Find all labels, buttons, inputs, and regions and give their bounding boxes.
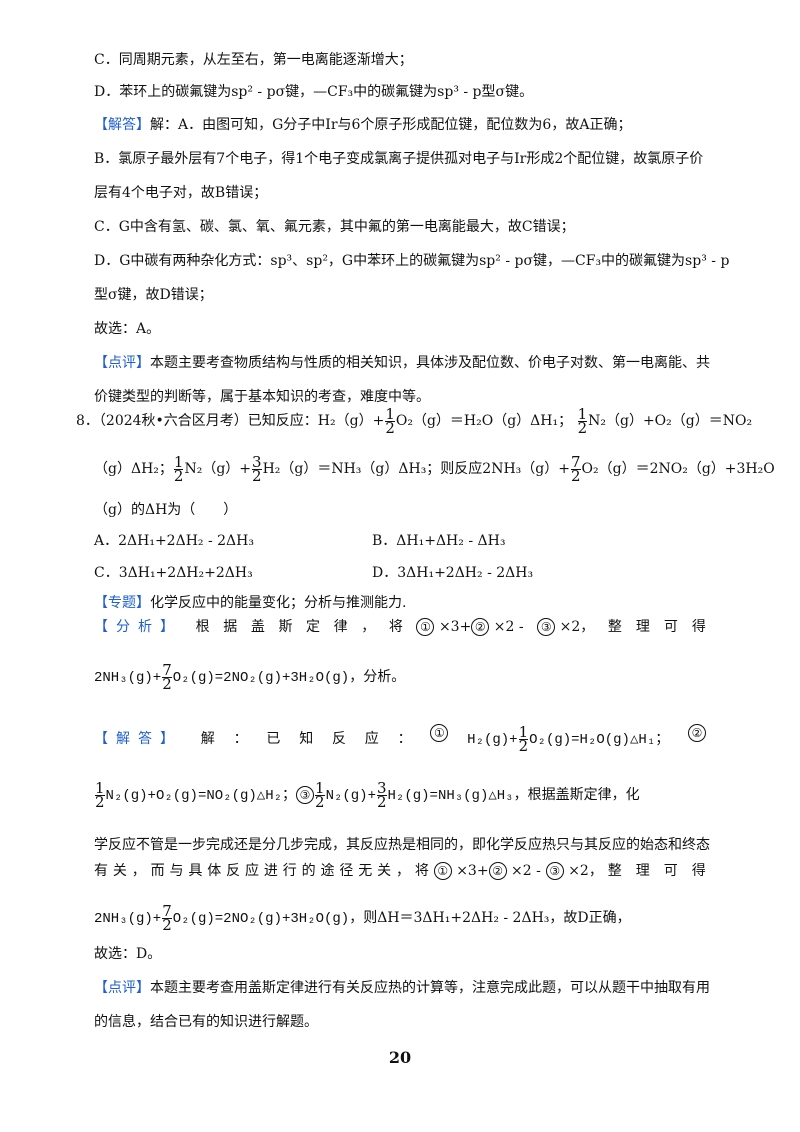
comment-tag: 【点评】 — [94, 355, 150, 371]
option-c: C．3ΔH₁+2ΔH₂+2ΔH₃ — [94, 565, 253, 581]
answer-c-line: C．G中含有氢、碳、氯、氧、氟元素，其中氟的第一电离能最大，故C错误； — [94, 219, 575, 235]
circled-two: ② — [688, 724, 706, 742]
answer-b-line-1: B．氯原子最外层有7个电子，得1个电子变成氯离子提供孤对电子与Ir形成2个配位键… — [94, 151, 704, 167]
choose-a-line: 故选：A。 — [94, 321, 161, 337]
choose-d-line: 故选：D。 — [94, 946, 162, 962]
answer-d-line-2: 型σ键，故D错误； — [94, 287, 213, 303]
answer-tag: 【解答】 — [94, 117, 150, 133]
comment-line-1: 【点评】本题主要考查物质结构与性质的相关知识，具体涉及配位数、价电子对数、第一电… — [94, 355, 710, 371]
comment-q8-line-2: 的信息，结合已有的知识进行解题。 — [94, 1014, 318, 1030]
answer-d-line-1: D．G中碳有两种杂化方式：sp³、sp²，G中苯环上的碳氟键为sp² - pσ键… — [94, 253, 730, 269]
analysis-line-1: 【分析】 根据盖斯定律，将 ① ×3+② ×2 - ③ ×2， 整 理 可 得 — [94, 618, 706, 636]
hess-law-line-2: 有关，而与具体反应进行的途径无关，将 ① ×3+② ×2 - ③ ×2， 整 理… — [94, 862, 706, 880]
circled-one: ① — [416, 618, 435, 636]
circled-three: ③ — [296, 786, 315, 804]
option-b: B．ΔH₁+ΔH₂ - ΔH₃ — [372, 533, 506, 549]
topic-line: 【专题】化学反应中的能量变化；分析与推测能力. — [94, 595, 407, 611]
comment-q8-line-1: 【点评】本题主要考查用盖斯定律进行有关反应热的计算等，注意完成此题，可以从题干中… — [94, 980, 710, 996]
option-a: A．2ΔH₁+2ΔH₂ - 2ΔH₃ — [94, 533, 254, 549]
circled-two: ② — [488, 862, 507, 880]
answer-tag-2: 【解答】 — [94, 731, 182, 747]
circled-one: ① — [430, 724, 449, 742]
circled-two: ② — [471, 618, 490, 636]
circled-three: ③ — [537, 618, 556, 636]
question-8-line-3: （g）的ΔH为（ ） — [94, 502, 238, 518]
analysis-tag: 【分析】 — [94, 619, 182, 635]
answer-a-line: 【解答】解：A．由图可知，G分子中Ir与6个原子形成配位键，配位数为6，故A正确… — [94, 117, 632, 133]
circled-one: ① — [433, 862, 452, 880]
hess-law-line-1: 学反应不管是一步完成还是分几步完成，其反应热是相同的，即化学反应热只与其反应的始… — [94, 837, 710, 853]
comment-tag-2: 【点评】 — [94, 980, 150, 996]
topic-tag: 【专题】 — [94, 595, 150, 611]
comment-line-2: 价键类型的判断等，属于基本知识的考查，难度中等。 — [94, 389, 430, 405]
answer-b-line-2: 层有4个电子对，故B错误； — [94, 185, 268, 201]
option-d-line: D．苯环上的碳氟键为sp² - pσ键，—CF₃中的碳氟键为sp³ - p型σ键… — [94, 84, 534, 100]
circled-three: ③ — [545, 862, 564, 880]
page-number: 20 — [388, 1048, 412, 1067]
option-d: D．3ΔH₁+2ΔH₂ - 2ΔH₃ — [372, 565, 534, 581]
option-c-line: C．同周期元素，从左至右，第一电离能逐渐增大； — [94, 52, 413, 68]
